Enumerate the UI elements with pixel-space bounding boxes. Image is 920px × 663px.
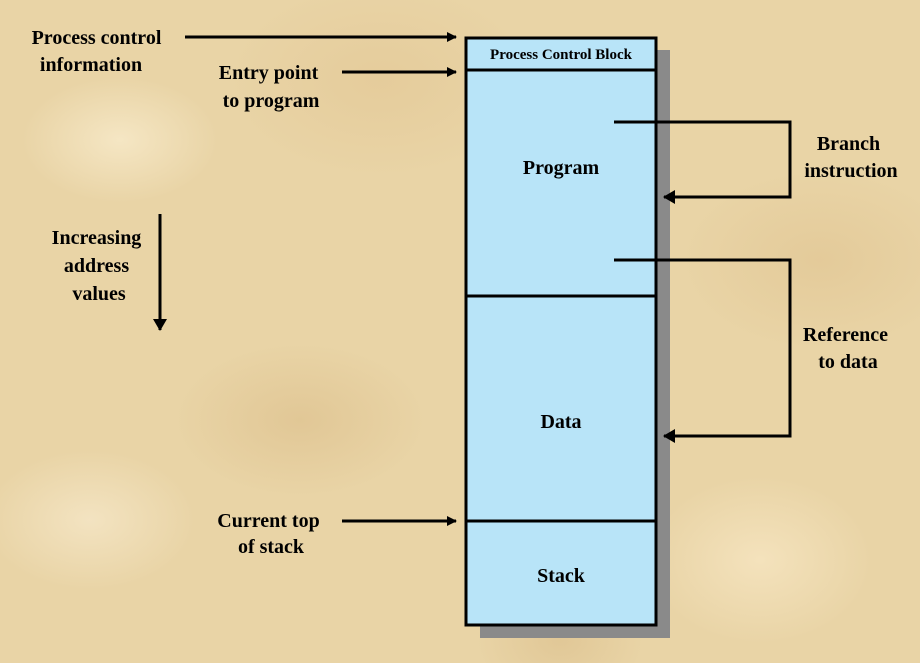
data-label: Data — [540, 411, 581, 433]
process-control-label: Process control information — [32, 27, 167, 76]
branch-instruction-label: Branch instruction — [804, 133, 897, 182]
reference-to-data-arrow — [614, 258, 792, 443]
pcb-header-label: Process Control Block — [490, 47, 633, 63]
pcb-section — [464, 36, 658, 72]
increasing-address-label: Increasing address values — [52, 227, 147, 305]
program-label: Program — [523, 157, 600, 179]
stack-section — [464, 519, 658, 627]
entry-point-label: Entry point to program — [219, 62, 323, 112]
stack-label: Stack — [537, 565, 586, 587]
current-top-label: Current top of stack — [217, 510, 324, 558]
program-section — [464, 68, 658, 298]
data-section — [464, 294, 658, 523]
reference-to-data-label: Reference to data — [803, 324, 893, 373]
branch-instruction-arrow — [614, 120, 792, 204]
